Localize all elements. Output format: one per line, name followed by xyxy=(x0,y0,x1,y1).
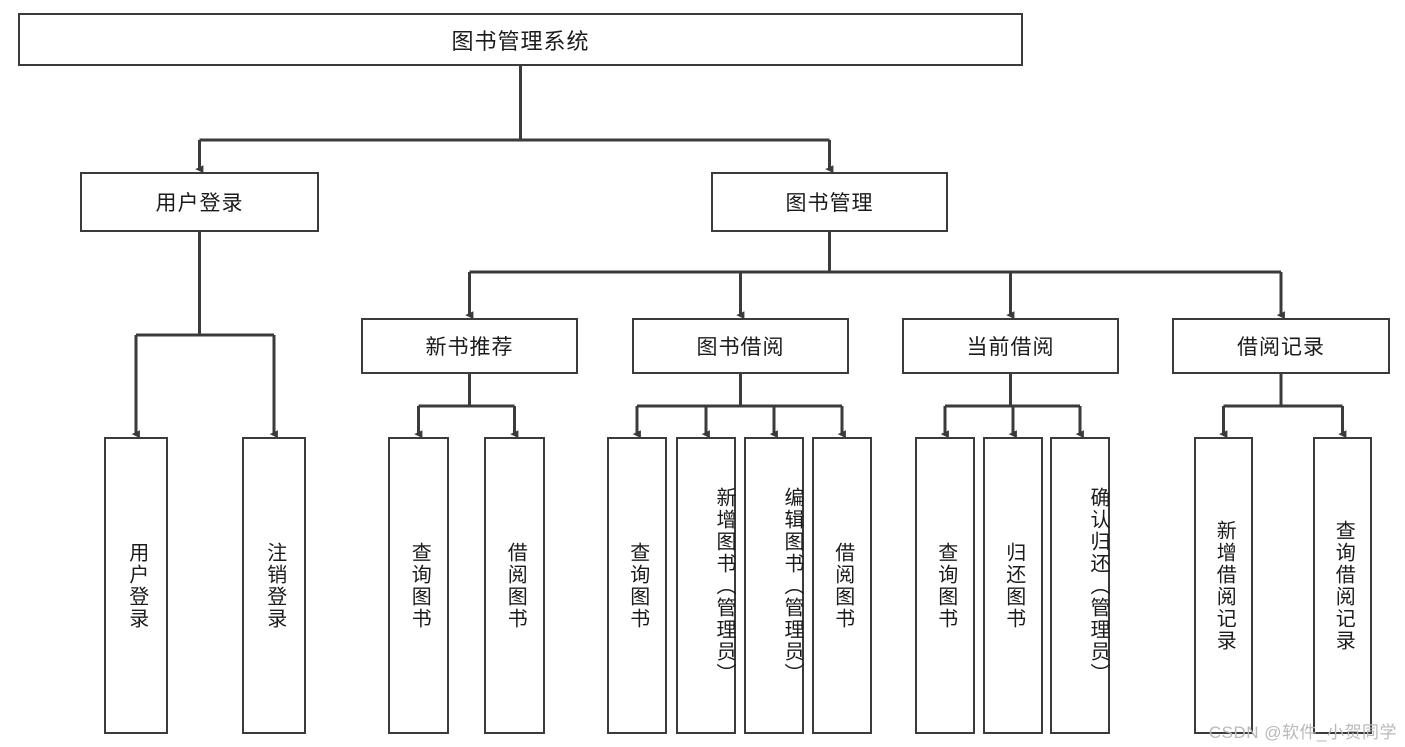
node-label: 借阅记录 xyxy=(1237,336,1325,359)
node-root: 图书管理系统 xyxy=(18,13,1023,66)
leaf-add-borrow-record: 新增借阅记录 xyxy=(1194,437,1253,734)
leaf-return-book: 归还图书 xyxy=(983,437,1043,734)
node-label: 新增图书（管理员） xyxy=(713,486,735,685)
node-label: 借阅图书 xyxy=(831,541,854,630)
node-label: 用户登录 xyxy=(125,541,148,630)
node-label: 查询图书 xyxy=(408,541,431,630)
node-label: 图书借阅 xyxy=(696,336,785,359)
leaf-query-book-2: 查询图书 xyxy=(607,437,667,734)
leaf-borrow-book-2: 借阅图书 xyxy=(812,437,872,734)
leaf-edit-book-admin: 编辑图书（管理员） xyxy=(744,437,804,734)
leaf-query-book-1: 查询图书 xyxy=(388,437,449,734)
node-label: 归还图书 xyxy=(1002,541,1025,630)
node-label: 当前借阅 xyxy=(966,336,1055,359)
node-label: 查询借阅记录 xyxy=(1332,519,1355,652)
node-label: 新增借阅记录 xyxy=(1213,519,1236,652)
leaf-query-borrow-record: 查询借阅记录 xyxy=(1313,437,1372,734)
watermark-text: CSDN @软件_小贺同学 xyxy=(1208,723,1397,742)
node-current-borrow: 当前借阅 xyxy=(902,318,1119,374)
node-borrow-records: 借阅记录 xyxy=(1172,318,1390,374)
node-label: 查询图书 xyxy=(626,541,649,630)
leaf-user-logout: 注销登录 xyxy=(242,437,306,734)
node-label: 借阅图书 xyxy=(504,541,527,630)
node-label: 查询图书 xyxy=(934,541,957,630)
node-label: 图书管理系统 xyxy=(451,28,590,54)
node-label: 注销登录 xyxy=(263,541,286,630)
node-label: 图书管理 xyxy=(785,192,874,215)
leaf-confirm-return-admin: 确认归还（管理员） xyxy=(1050,437,1110,734)
leaf-borrow-book-1: 借阅图书 xyxy=(484,437,545,734)
node-label: 用户登录 xyxy=(155,192,244,215)
node-user-login: 用户登录 xyxy=(80,172,319,232)
node-label: 确认归还（管理员） xyxy=(1087,486,1109,685)
node-new-book-recommend: 新书推荐 xyxy=(361,318,578,374)
node-label: 编辑图书（管理员） xyxy=(781,486,803,685)
leaf-user-login-do: 用户登录 xyxy=(104,437,168,734)
node-label: 新书推荐 xyxy=(425,336,514,359)
leaf-query-book-3: 查询图书 xyxy=(915,437,975,734)
node-book-management: 图书管理 xyxy=(711,172,948,232)
node-book-borrow: 图书借阅 xyxy=(632,318,849,374)
leaf-add-book-admin: 新增图书（管理员） xyxy=(676,437,736,734)
